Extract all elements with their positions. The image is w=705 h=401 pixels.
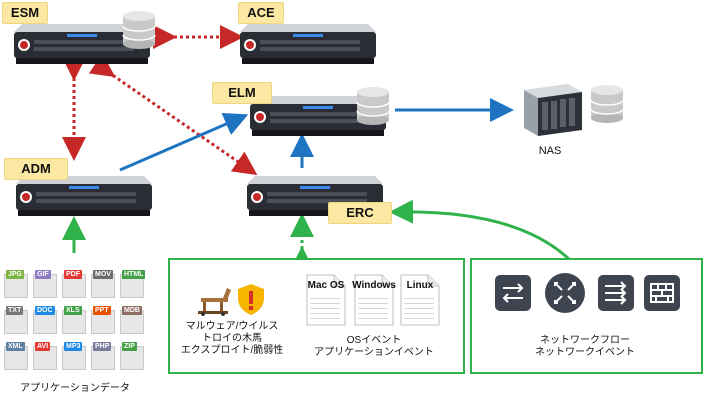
zip-file-icon: ZIP bbox=[120, 342, 144, 370]
doc-file-icon: DOC bbox=[33, 306, 57, 334]
erc-label: ERC bbox=[328, 202, 392, 224]
threats-line3: エクスプロイト/脆弱性 bbox=[180, 345, 284, 356]
elm-label: ELM bbox=[212, 82, 272, 104]
database-icon bbox=[122, 11, 156, 49]
layer3-switch-icon bbox=[598, 275, 634, 311]
adm-elm-link bbox=[119, 112, 249, 172]
esm-server[interactable] bbox=[12, 20, 152, 68]
html-file-icon: HTML bbox=[120, 270, 146, 298]
elm-server[interactable] bbox=[248, 92, 388, 140]
esm-label: ESM bbox=[2, 2, 48, 24]
network-switch-icon bbox=[495, 275, 531, 311]
database-icon bbox=[356, 87, 390, 125]
router-icon bbox=[545, 273, 585, 313]
network-line2: ネットワークイベント bbox=[535, 347, 635, 358]
php-file-icon: PHP bbox=[91, 342, 115, 370]
network-line1: ネットワークフロー bbox=[540, 335, 630, 346]
xls-file-icon: XLS bbox=[62, 306, 86, 334]
ace-server[interactable] bbox=[238, 20, 378, 68]
mp3-file-icon: MP3 bbox=[62, 342, 86, 370]
linux-document-icon: Linux bbox=[400, 274, 440, 326]
nas-storage-icon bbox=[524, 84, 582, 136]
mov-file-icon: MOV bbox=[91, 270, 115, 298]
ace-label: ACE bbox=[238, 2, 284, 24]
txt-file-icon: TXT bbox=[4, 306, 28, 334]
gif-file-icon: GIF bbox=[33, 270, 57, 298]
xml-file-icon: XML bbox=[4, 342, 28, 370]
adm-label: ADM bbox=[4, 158, 68, 180]
windows-document-icon: Windows bbox=[352, 274, 396, 326]
macos-document-icon: Mac OS bbox=[306, 274, 346, 326]
avi-file-icon: AVI bbox=[33, 342, 57, 370]
warning-shield-icon bbox=[238, 284, 264, 315]
threats-line2: トロイの木馬 bbox=[202, 333, 262, 344]
network-erc-link bbox=[389, 199, 574, 264]
nas-label: NAS bbox=[538, 145, 562, 157]
app-data-caption: アプリケーションデータ bbox=[20, 383, 130, 394]
esm-erc-link bbox=[88, 53, 258, 176]
os-events-line2: アプリケーションイベント bbox=[314, 347, 434, 358]
jpg-file-icon: JPG bbox=[4, 270, 28, 298]
mdb-file-icon: MDB bbox=[120, 306, 144, 334]
ppt-file-icon: PPT bbox=[91, 306, 115, 334]
os-events-line1: OSイベント bbox=[346, 335, 402, 346]
firewall-icon bbox=[644, 275, 680, 311]
pdf-file-icon: PDF bbox=[62, 270, 86, 298]
threats-line1: マルウェア/ウイルス bbox=[185, 321, 279, 332]
file-type-grid: JPG GIF PDF MOV HTML TXT DOC XLS PPT MDB… bbox=[4, 270, 146, 370]
trojan-horse-icon bbox=[198, 288, 231, 316]
adm-server[interactable] bbox=[14, 172, 154, 220]
database-icon bbox=[590, 85, 624, 123]
